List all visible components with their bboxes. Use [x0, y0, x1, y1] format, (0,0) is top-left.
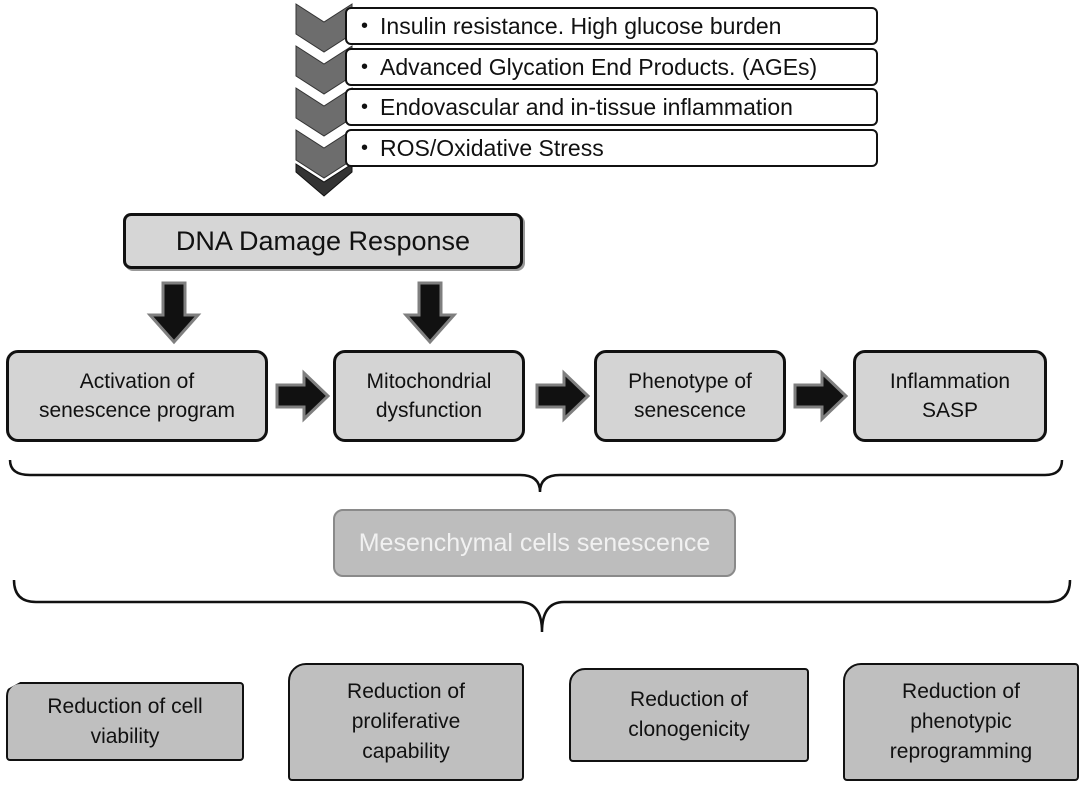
factor-ages: • Advanced Glycation End Products. (AGEs…: [345, 48, 878, 86]
brace-steps: [8, 459, 1064, 493]
factor-inflammation: • Endovascular and in-tissue inflammatio…: [345, 88, 878, 126]
right-arrow-icon: [275, 369, 331, 423]
dna-damage-box: DNA Damage Response: [123, 213, 523, 269]
step-phenotype: Phenotype of senescence: [594, 350, 786, 442]
mesenchymal-senescence-box: Mesenchymal cells senescence: [333, 509, 736, 577]
bullet: •: [361, 137, 369, 159]
factor-ros: • ROS/Oxidative Stress: [345, 129, 878, 167]
outcome-viability: Reduction of cell viability: [6, 682, 244, 761]
factor-label: Insulin resistance. High glucose burden: [380, 13, 782, 39]
outcome-proliferative: Reduction of proliferative capability: [288, 663, 524, 781]
factor-label: Endovascular and in-tissue inflammation: [380, 94, 793, 120]
right-arrow-icon: [793, 369, 849, 423]
outcome-phenotypic: Reduction of phenotypic reprogramming: [843, 663, 1079, 781]
factor-label: Advanced Glycation End Products. (AGEs): [380, 54, 818, 80]
step-activation: Activation of senescence program: [6, 350, 268, 442]
step-inflammation: Inflammation SASP: [853, 350, 1047, 442]
chevron-5-icon: [295, 163, 353, 197]
factor-insulin: • Insulin resistance. High glucose burde…: [345, 7, 878, 45]
down-arrow-icon: [146, 281, 202, 345]
bullet: •: [361, 96, 369, 118]
bullet: •: [361, 56, 369, 78]
outcome-clonogenicity: Reduction of clonogenicity: [569, 668, 809, 762]
down-arrow-icon: [402, 281, 458, 345]
brace-outcomes: [12, 579, 1072, 633]
chevron-strip-icon: [295, 3, 353, 197]
step-mitochondrial: Mitochondrial dysfunction: [333, 350, 525, 442]
right-arrow-icon: [535, 369, 591, 423]
factor-label: ROS/Oxidative Stress: [380, 135, 604, 161]
bullet: •: [361, 15, 369, 37]
